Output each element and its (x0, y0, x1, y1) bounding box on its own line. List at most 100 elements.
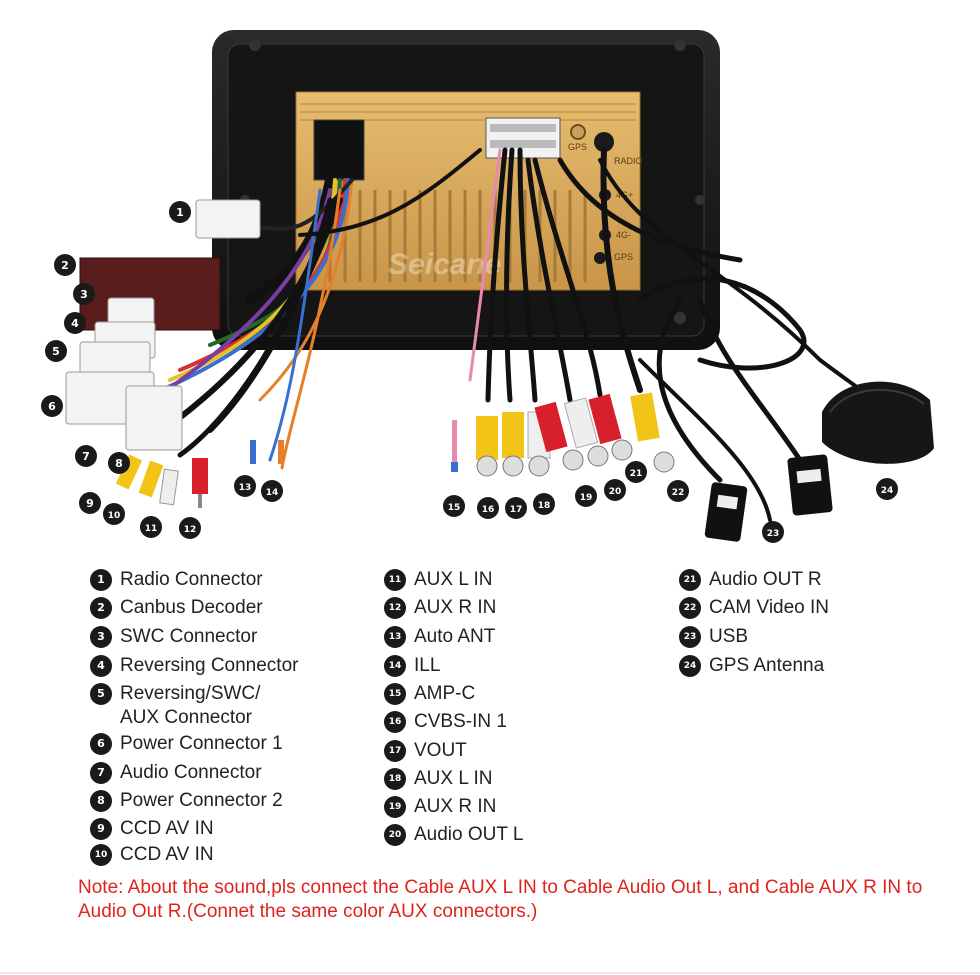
callout-20: 20 (604, 479, 626, 501)
legend-label: VOUT (414, 740, 467, 761)
svg-text:9: 9 (86, 497, 94, 510)
usb-plugs (704, 454, 833, 542)
svg-text:13: 13 (239, 483, 252, 493)
svg-text:22: 22 (672, 488, 685, 498)
gps-antenna (822, 381, 934, 464)
callout-14: 14 (261, 480, 283, 502)
legend-label: CCD AV IN (120, 844, 214, 865)
gps-lower-port (594, 252, 606, 264)
legend-label: Audio OUT L (414, 824, 524, 845)
svg-text:8: 8 (115, 457, 123, 470)
legend-label: ILL (414, 655, 441, 676)
rca-plugs-left (115, 440, 284, 508)
callout-8: 8 (108, 452, 130, 474)
gps-port (570, 124, 586, 140)
legend-label: Auto ANT (414, 626, 496, 647)
svg-text:6: 6 (48, 400, 56, 413)
legend-label: AUX R IN (414, 796, 497, 817)
svg-text:1: 1 (176, 206, 184, 219)
svg-text:2: 2 (61, 259, 69, 272)
head-unit: GPS RADIO 4G+ 4G- GPS Seicane (212, 30, 720, 350)
callout-23: 23 (762, 521, 784, 543)
callout-18: 18 (533, 493, 555, 515)
svg-text:3: 3 (80, 288, 88, 301)
svg-text:10: 10 (108, 511, 121, 521)
legend-label: USB (709, 626, 749, 647)
callout-21: 21 (625, 461, 647, 483)
svg-text:21: 21 (630, 469, 643, 479)
sound-connection-note: Note: About the sound,pls connect the Ca… (78, 877, 923, 922)
callout-17: 17 (505, 497, 527, 519)
radio-port-label: RADIO (614, 156, 643, 166)
legend-label: AUX L IN (414, 768, 493, 789)
legend-label: Radio Connector (120, 569, 263, 590)
svg-text:20: 20 (609, 487, 622, 497)
legend-label: AMP-C (414, 683, 476, 704)
wiring-harness-illustration: GPS RADIO 4G+ 4G- GPS Seicane (41, 30, 934, 543)
callout-2: 2 (54, 254, 76, 276)
svg-text:14: 14 (266, 488, 279, 498)
divider (0, 972, 980, 974)
callout-15: 15 (443, 495, 465, 517)
legend-label: Canbus Decoder (120, 597, 263, 618)
legend-label: AUX L IN (414, 569, 493, 590)
legend-label: Audio OUT R (709, 569, 822, 590)
svg-text:4: 4 (71, 317, 79, 330)
callout-1: 1 (169, 201, 191, 223)
legend-label: CVBS-IN 1 (414, 711, 507, 732)
radio-port (594, 132, 614, 152)
legend-label: CAM Video IN (709, 597, 830, 618)
legend-label: Reversing Connector (120, 655, 299, 676)
legend-label: Reversing/SWC/ AUX Connector (120, 683, 261, 728)
main-socket (313, 119, 365, 181)
legend-label: Power Connector 2 (120, 790, 283, 811)
callout-11: 11 (140, 516, 162, 538)
legend-label: SWC Connector (120, 626, 258, 647)
callout-10: 10 (103, 503, 125, 525)
callout-13: 13 (234, 475, 256, 497)
port-4g-b-label: 4G- (616, 230, 631, 240)
white-connectors (65, 199, 261, 451)
svg-text:17: 17 (510, 505, 523, 515)
callout-24: 24 (876, 478, 898, 500)
svg-text:24: 24 (881, 486, 894, 496)
svg-text:19: 19 (580, 493, 593, 503)
svg-text:15: 15 (448, 503, 461, 513)
legend-label: AUX R IN (414, 597, 497, 618)
callout-5: 5 (45, 340, 67, 362)
callout-3: 3 (73, 283, 95, 305)
rca-jacks-center (451, 392, 675, 477)
legend-label: GPS Antenna (709, 655, 825, 676)
callout-7: 7 (75, 445, 97, 467)
callout-6: 6 (41, 395, 63, 417)
callout-4: 4 (64, 312, 86, 334)
callout-19: 19 (575, 485, 597, 507)
svg-text:5: 5 (52, 345, 60, 358)
svg-text:11: 11 (145, 524, 158, 534)
callout-22: 22 (667, 480, 689, 502)
callout-16: 16 (477, 497, 499, 519)
